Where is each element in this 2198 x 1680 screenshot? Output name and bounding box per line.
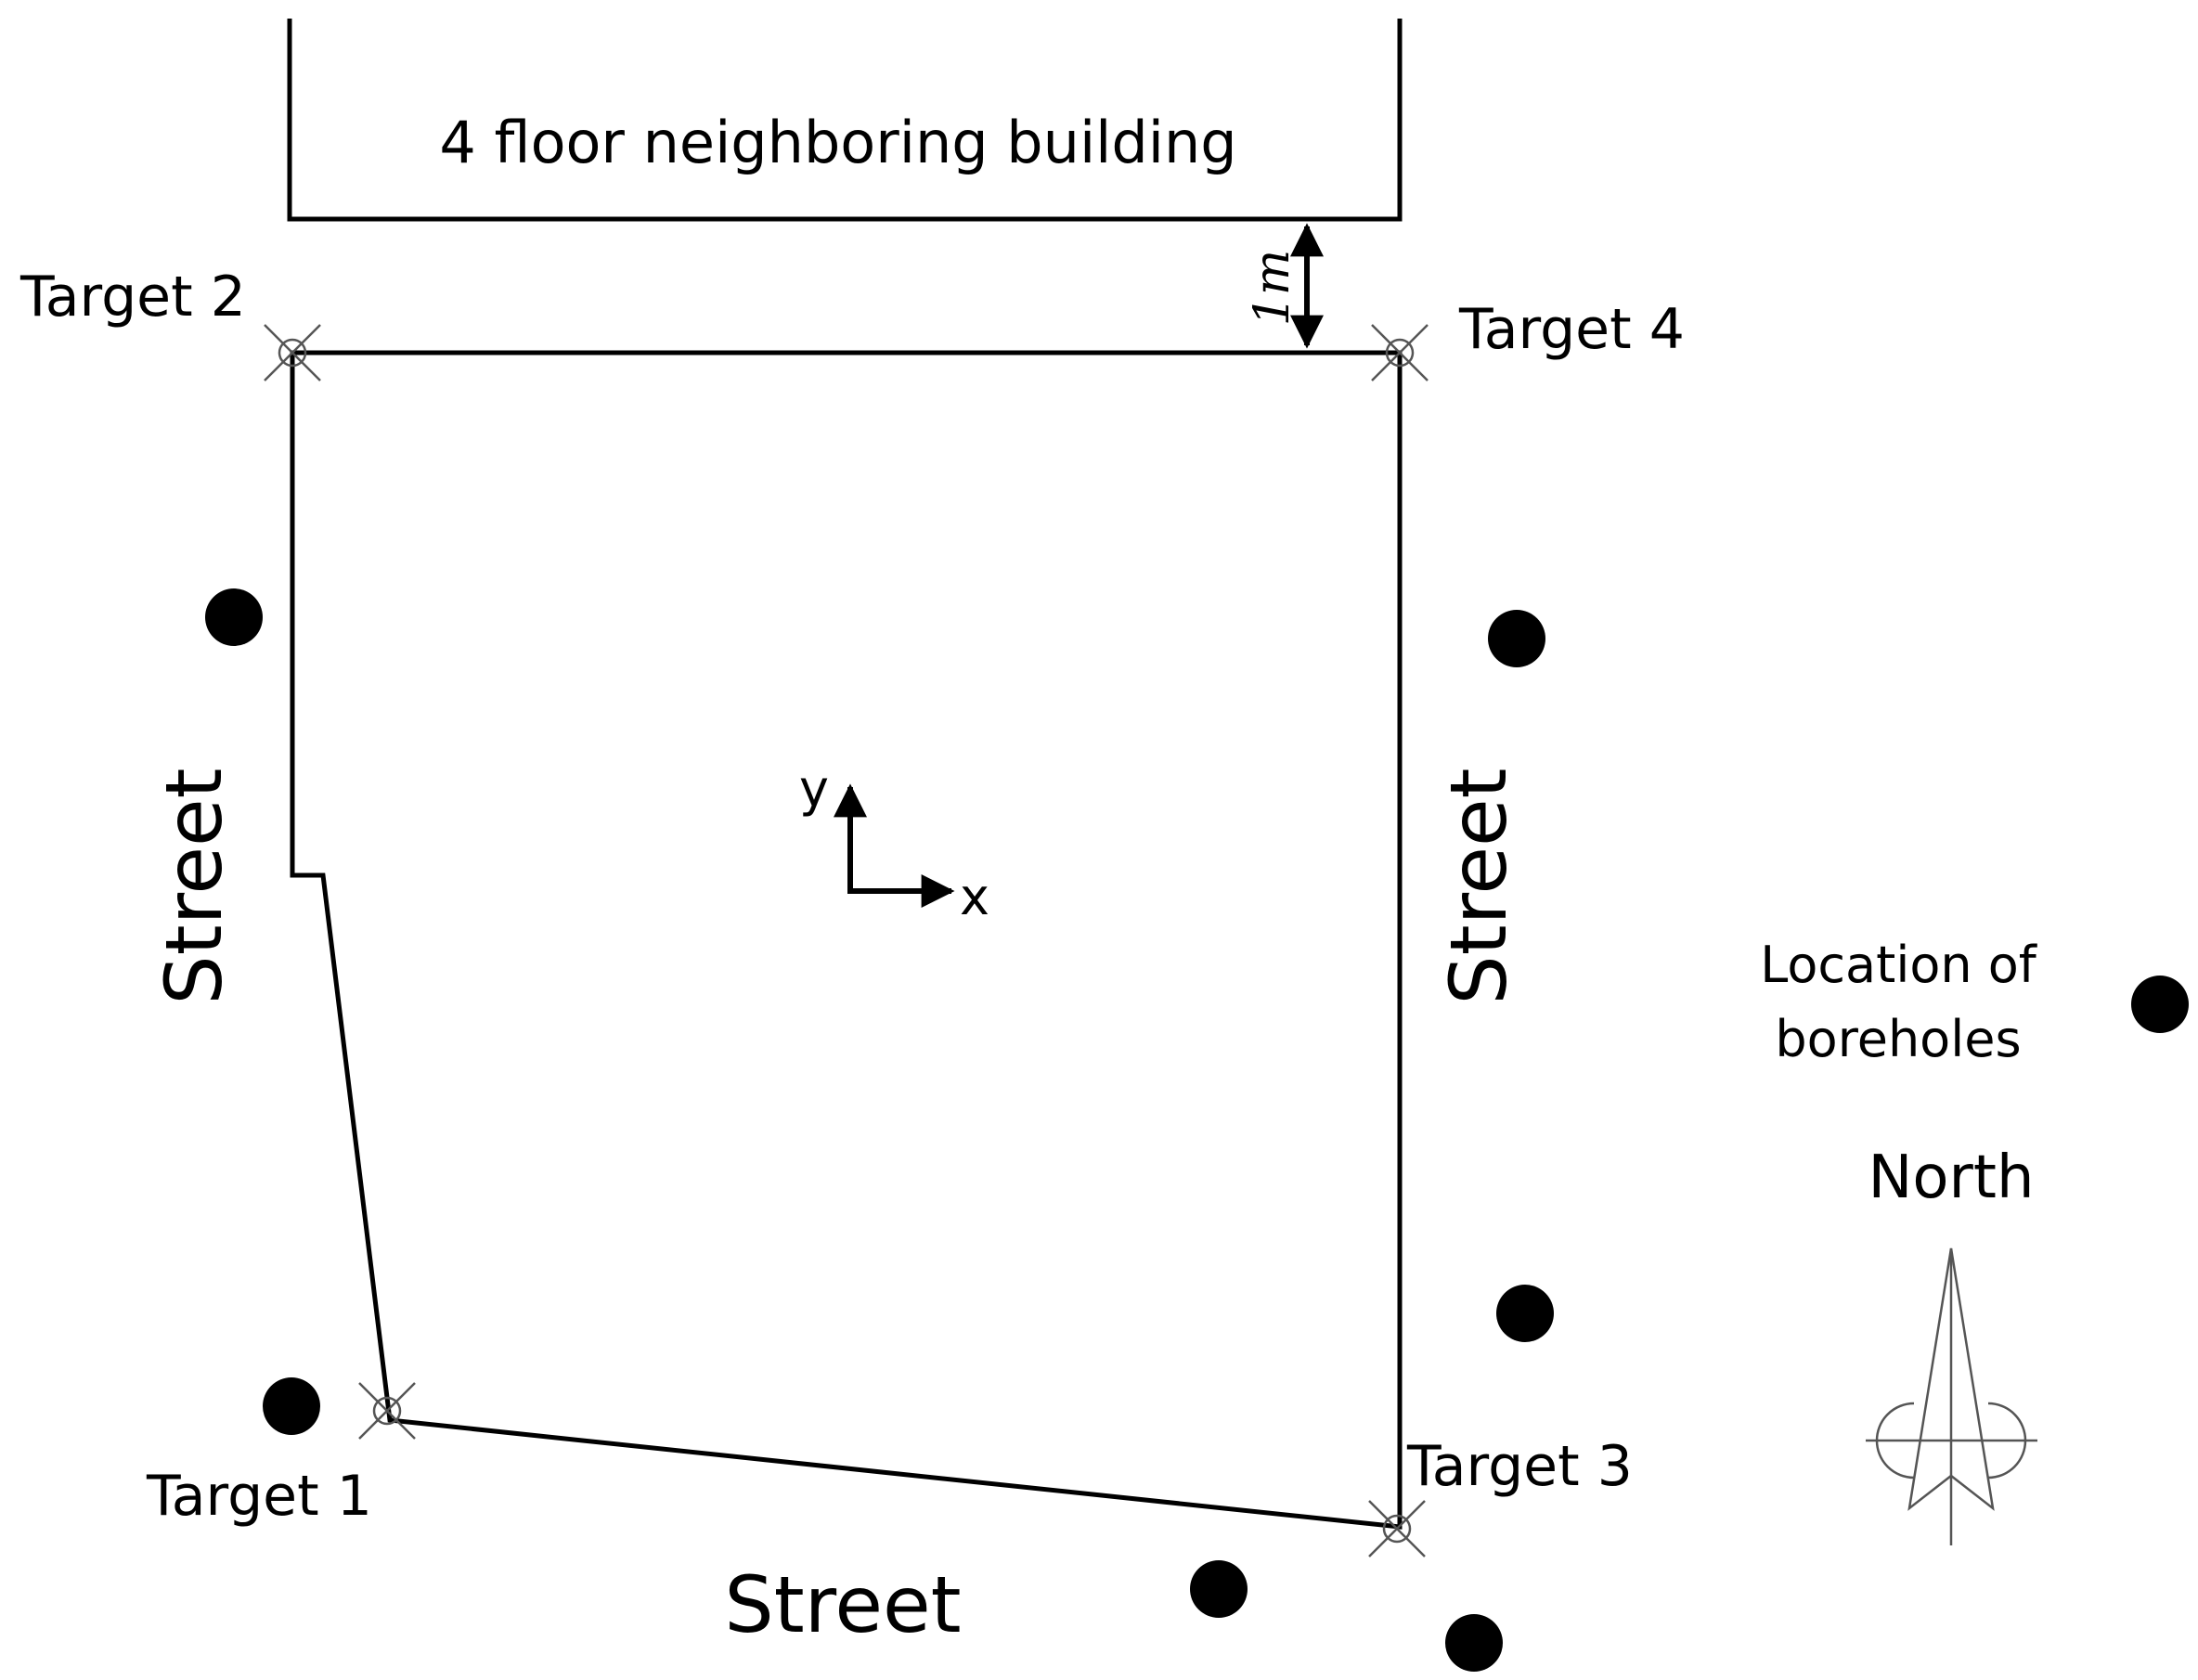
- target-marker-4: [1371, 324, 1429, 381]
- boreholes: [205, 588, 1554, 1672]
- gap-dimension: 1m: [1245, 223, 1324, 349]
- target-marker-1: [358, 1382, 416, 1440]
- legend-label-line2: boreholes: [1775, 1010, 2021, 1068]
- legend-label-line1: Location of: [1760, 936, 2038, 994]
- borehole: [1488, 610, 1545, 667]
- target-marker-2: [264, 324, 321, 381]
- neighboring-building: 4 floor neighboring building: [287, 19, 1403, 222]
- borehole: [263, 1377, 320, 1435]
- street-label-west: Street: [149, 768, 239, 1004]
- target-3-label: Target 3: [1406, 1434, 1633, 1499]
- street-label-east: Street: [1433, 768, 1524, 1004]
- borehole: [1445, 1614, 1503, 1672]
- borehole: [1190, 1560, 1248, 1618]
- borehole: [1496, 1285, 1554, 1342]
- target-2-label: Target 2: [19, 265, 246, 330]
- y-axis-label: y: [799, 759, 829, 818]
- target-4-label: Target 4: [1458, 297, 1685, 362]
- north-arrow-icon: [1866, 1247, 2037, 1545]
- borehole-legend: Location of boreholes: [1760, 936, 2189, 1068]
- street-label-south: Street: [724, 1559, 961, 1650]
- target-marker-3: [1368, 1500, 1426, 1557]
- target-1-label: Target 1: [146, 1464, 372, 1529]
- gap-dimension-label: 1m: [1245, 250, 1300, 326]
- x-axis-label: x: [960, 868, 989, 926]
- site-boundary: [290, 350, 1403, 1530]
- north-arrow: North: [1866, 1144, 2037, 1545]
- legend-borehole-symbol: [2131, 976, 2189, 1033]
- coordinate-axes: y x: [799, 759, 989, 926]
- north-label: North: [1868, 1144, 2035, 1212]
- neighboring-building-label: 4 floor neighboring building: [439, 109, 1236, 176]
- borehole: [205, 588, 263, 646]
